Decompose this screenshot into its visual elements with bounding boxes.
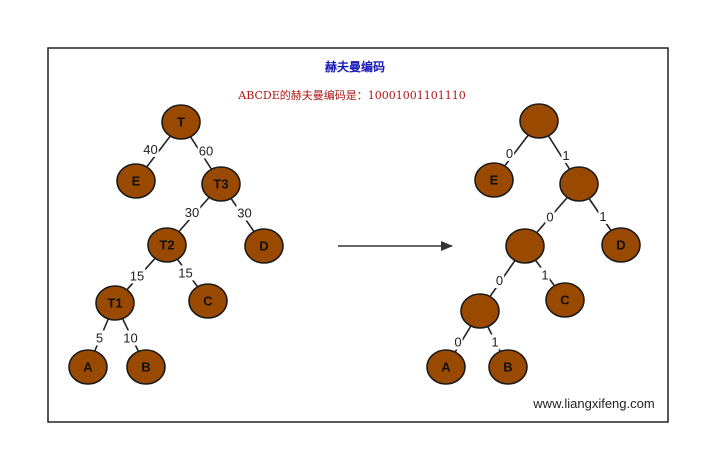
node-circle bbox=[474, 162, 514, 198]
code-tree-node-a: A bbox=[426, 349, 466, 385]
weighted-tree-edge-label: 15 bbox=[178, 265, 192, 280]
node-circle bbox=[545, 282, 585, 318]
node-circle bbox=[188, 283, 228, 319]
node-label: A bbox=[441, 359, 451, 374]
node-circle bbox=[601, 227, 641, 263]
node-circle bbox=[126, 349, 166, 385]
code-tree-node-n2 bbox=[505, 228, 545, 264]
node-circle bbox=[201, 166, 241, 202]
weighted-tree-node-t2: T2 bbox=[147, 227, 187, 263]
code-tree-node-r bbox=[519, 103, 559, 139]
node-label: T bbox=[177, 114, 185, 129]
node-circle bbox=[488, 349, 528, 385]
node-label: B bbox=[503, 359, 512, 374]
weighted-tree-node-t1: T1 bbox=[95, 285, 135, 321]
node-label: A bbox=[83, 359, 93, 374]
code-tree-node-d: D bbox=[601, 227, 641, 263]
node-label: T3 bbox=[213, 176, 228, 191]
node-label: D bbox=[616, 237, 625, 252]
weighted-tree-edge-label: 30 bbox=[237, 205, 251, 220]
node-circle bbox=[95, 285, 135, 321]
code-tree-edge-label: 0 bbox=[454, 334, 461, 349]
node-label: T1 bbox=[107, 295, 122, 310]
code-tree: 0 1 0 1 0 1 0 1 E D C A B bbox=[426, 103, 641, 385]
weighted-tree-node-e: E bbox=[116, 163, 156, 199]
node-circle bbox=[116, 163, 156, 199]
weighted-tree-edge-label: 5 bbox=[96, 330, 103, 345]
node-label: E bbox=[132, 173, 141, 188]
node-label: C bbox=[560, 292, 570, 307]
code-tree-edges: 0 1 0 1 0 1 0 1 bbox=[445, 120, 622, 368]
weighted-tree-edge-label: 15 bbox=[130, 268, 144, 283]
node-circle bbox=[147, 227, 187, 263]
weighted-tree-node-b: B bbox=[126, 349, 166, 385]
node-label: E bbox=[490, 172, 499, 187]
weighted-tree-node-a: A bbox=[68, 349, 108, 385]
node-label: C bbox=[203, 293, 213, 308]
weighted-tree-node-c: C bbox=[188, 283, 228, 319]
code-tree-edge-label: 0 bbox=[546, 209, 553, 224]
code-tree-node-c: C bbox=[545, 282, 585, 318]
code-tree-node-b: B bbox=[488, 349, 528, 385]
code-tree-nodes: E D C A B bbox=[426, 103, 641, 385]
code-tree-edge-label: 1 bbox=[562, 148, 569, 163]
code-tree-node-e: E bbox=[474, 162, 514, 198]
node-label: T2 bbox=[159, 237, 174, 252]
node-circle bbox=[161, 104, 201, 140]
weighted-tree-edge-label: 40 bbox=[143, 142, 157, 157]
node-circle bbox=[559, 166, 599, 202]
node-label: B bbox=[141, 359, 150, 374]
weighted-tree-edge-label: 10 bbox=[123, 330, 137, 345]
weighted-tree-edge-label: 60 bbox=[199, 143, 213, 158]
weighted-tree-node-t: T bbox=[161, 104, 201, 140]
node-circle bbox=[68, 349, 108, 385]
node-circle bbox=[505, 228, 545, 264]
weighted-tree-node-d: D bbox=[244, 228, 284, 264]
code-tree-edge-label: 1 bbox=[599, 209, 606, 224]
code-tree-node-n1 bbox=[559, 166, 599, 202]
node-circle bbox=[519, 103, 559, 139]
weighted-tree-edge-label: 30 bbox=[185, 205, 199, 220]
weighted-tree-node-t3: T3 bbox=[201, 166, 241, 202]
code-tree-node-n3 bbox=[460, 293, 500, 329]
node-circle bbox=[426, 349, 466, 385]
node-circle bbox=[460, 293, 500, 329]
node-circle bbox=[244, 228, 284, 264]
code-tree-edge-label: 1 bbox=[491, 334, 498, 349]
code-tree-edge-label: 1 bbox=[541, 267, 548, 282]
encoding-caption: ABCDE的赫夫曼编码是：10001001101110 bbox=[237, 88, 465, 102]
site-watermark: www.liangxifeng.com bbox=[532, 396, 654, 411]
diagram-title: 赫夫曼编码 bbox=[325, 59, 385, 74]
code-tree-edge-label: 0 bbox=[496, 273, 503, 288]
code-tree-edge-label: 0 bbox=[506, 146, 513, 161]
node-label: D bbox=[259, 238, 268, 253]
